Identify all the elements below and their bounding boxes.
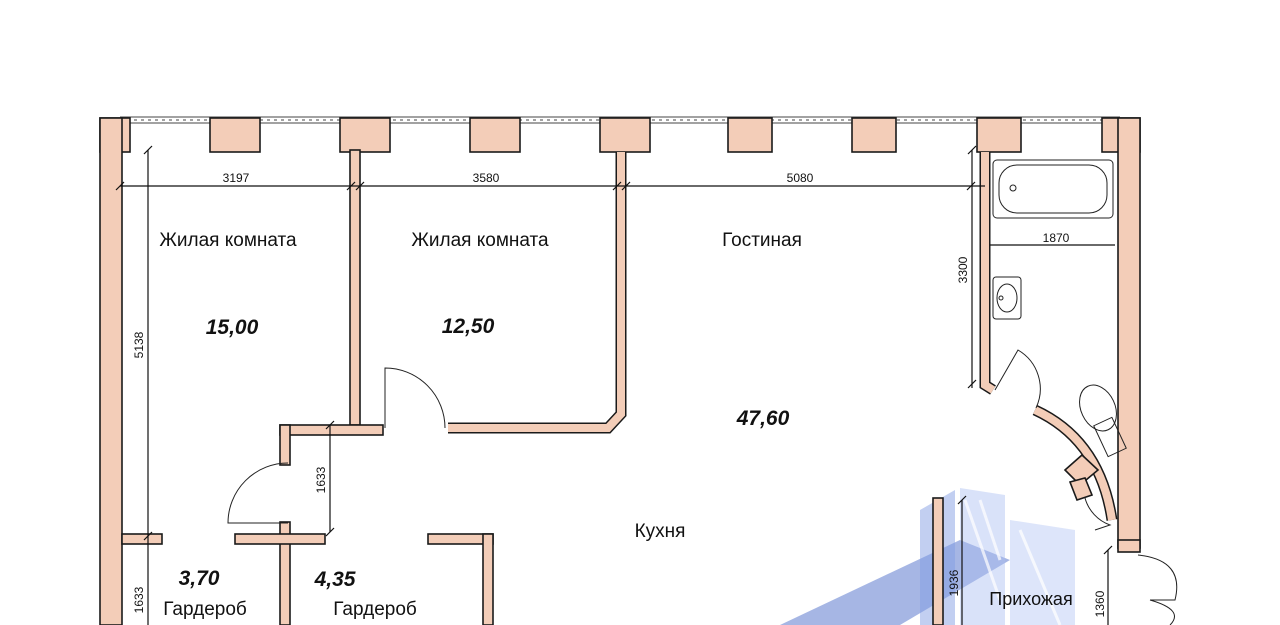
top-wall-piers (99, 117, 1141, 153)
dim-3197: 3197 (223, 171, 250, 185)
dim-1936: 1936 (947, 569, 961, 596)
dim-1633-closet: 1633 (314, 466, 328, 493)
room-label-hallway: Прихожая (989, 589, 1072, 609)
doors (227, 349, 1178, 625)
room-area-bedroom2: 12,50 (442, 315, 495, 338)
dim-3580: 3580 (473, 171, 500, 185)
dim-5138: 5138 (132, 331, 146, 358)
room-label-bedroom1: Жилая комната (159, 230, 297, 251)
dim-3300: 3300 (956, 256, 970, 283)
walls (99, 117, 1141, 625)
dim-5080: 5080 (787, 171, 814, 185)
room-label-living: Гостиная (722, 230, 802, 251)
dimension-lines (115, 145, 1115, 625)
dim-1870: 1870 (1043, 231, 1070, 245)
room-area-wardrobe2: 4,35 (314, 568, 356, 591)
sink-icon (992, 276, 1022, 320)
dim-1360: 1360 (1093, 590, 1107, 617)
room-area-wardrobe1: 3,70 (179, 567, 220, 590)
toilet-icon (1079, 384, 1127, 458)
room-area-bedroom1: 15,00 (206, 316, 259, 339)
room-label-wardrobe1: Гардероб (163, 599, 247, 620)
room-label-wardrobe2: Гардероб (333, 599, 417, 620)
dim-1633-wardrobe: 1633 (132, 586, 146, 613)
room-label-kitchen: Кухня (635, 521, 686, 542)
bathtub-icon (992, 159, 1114, 219)
room-label-bedroom2: Жилая комната (411, 230, 549, 251)
room-area-living: 47,60 (736, 407, 790, 430)
